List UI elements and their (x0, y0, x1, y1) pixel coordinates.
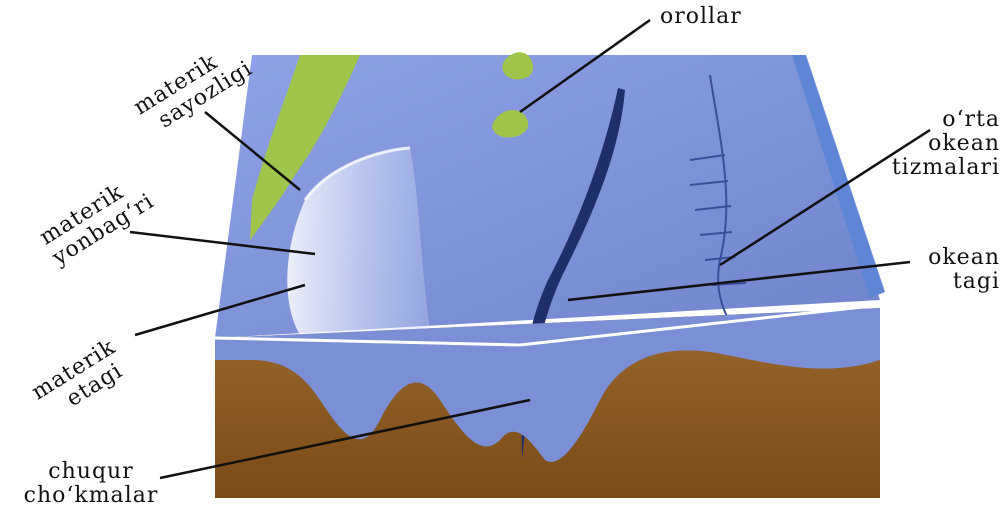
label-orollar: orollar (660, 5, 742, 29)
label-orta-okean-tizmalari: o‘rta okean tizmalari (880, 108, 1000, 180)
label-chuqur-line1: chuqur (6, 460, 176, 484)
label-okean-tagi: okean tagi (900, 246, 1000, 294)
label-orta-line1: o‘rta (880, 108, 1000, 132)
label-chuqur-chokmalar: chuqur cho‘kmalar (6, 460, 176, 508)
label-okean-line1: okean (900, 246, 1000, 270)
label-chuqur-line2: cho‘kmalar (6, 484, 176, 508)
label-orta-line3: tizmalari (880, 156, 1000, 180)
label-orta-line2: okean (880, 132, 1000, 156)
label-okean-line2: tagi (900, 270, 1000, 294)
